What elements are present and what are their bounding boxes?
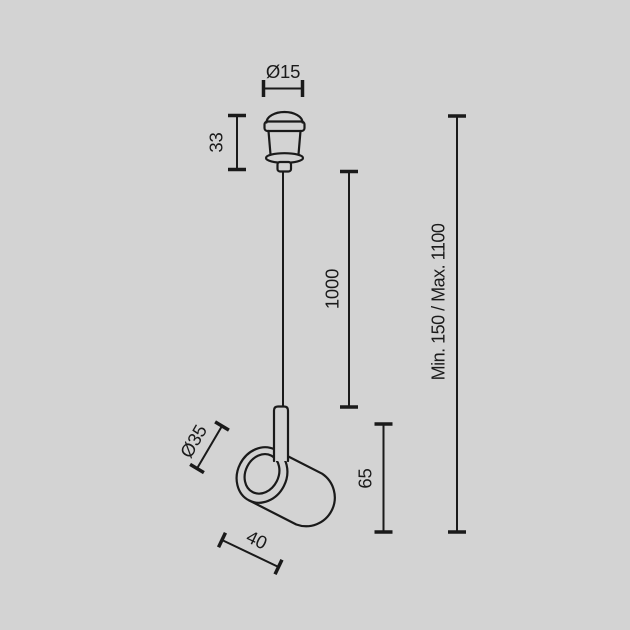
dim-head-face-diameter: Ø35 <box>176 420 230 475</box>
canopy-collar <box>263 120 306 133</box>
dim-head-height: 65 <box>355 422 393 534</box>
dim-head-height-label: 65 <box>355 468 376 488</box>
dim-canopy-height-label: 33 <box>206 132 227 152</box>
dim-suspension-range-label: Min. 150 / Max. 1100 <box>429 223 449 380</box>
dim-tick <box>273 559 284 575</box>
dim-head-body-length-line <box>221 539 279 568</box>
canopy-cable-grip <box>276 160 293 173</box>
canopy-drawing <box>263 110 306 173</box>
dim-head-face-diameter-line <box>196 425 223 470</box>
head-stem <box>272 405 290 463</box>
dim-suspension-range: Min. 150 / Max. 1100 <box>429 114 466 534</box>
lamp-head-drawing <box>235 405 336 528</box>
dim-cable-length: 1000 <box>322 169 358 409</box>
canopy-body-right <box>297 129 302 156</box>
canopy-dome <box>265 110 304 124</box>
dim-head-body-length: 40 <box>216 526 284 575</box>
head-face-inner-ring <box>243 453 281 495</box>
dim-tick <box>214 420 230 432</box>
dim-tick <box>189 462 205 475</box>
dim-canopy-diameter: Ø15 <box>261 61 305 97</box>
dim-canopy-diameter-label: Ø15 <box>266 61 300 82</box>
dim-tick <box>216 532 228 548</box>
dim-cable-length-label: 1000 <box>322 269 343 309</box>
dim-head-body-length-label: 40 <box>243 526 270 554</box>
dim-canopy-height: 33 <box>206 113 246 172</box>
canopy-body-left <box>267 129 272 156</box>
